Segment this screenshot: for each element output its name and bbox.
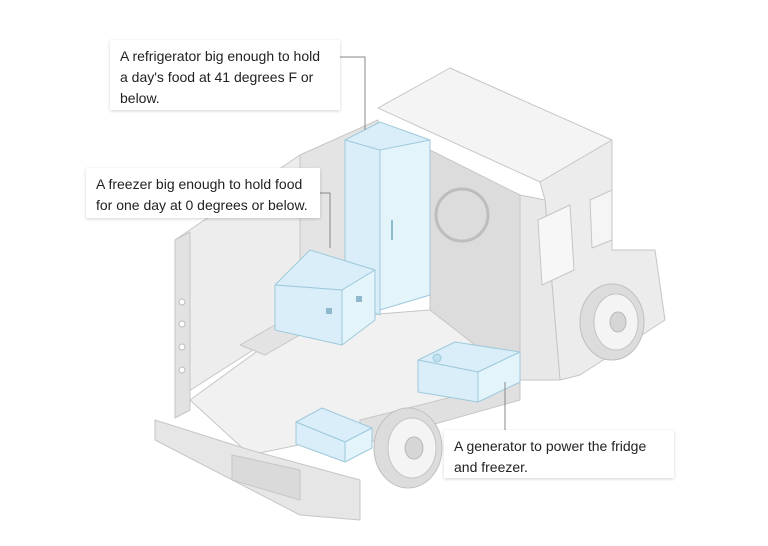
front-wheel [579, 283, 645, 361]
freezer-leader [320, 192, 331, 248]
refrigerator-callout-text: A refrigerator big enough to hold a day'… [120, 48, 321, 106]
steering-wheel [434, 187, 490, 243]
freezer-front [341, 269, 376, 346]
refrigerator [344, 121, 431, 316]
rear-wheel [373, 407, 443, 489]
cab-window [537, 204, 575, 286]
freezer-callout: A freezer big enough to hold food for on… [86, 168, 320, 218]
wall-bolt [178, 366, 186, 374]
generator-front [477, 351, 521, 403]
freezer-latch [356, 296, 362, 302]
water-tank-front [344, 427, 373, 463]
wall-bolt [178, 343, 186, 351]
rear-bumper [231, 454, 301, 501]
wall-bolt [178, 320, 186, 328]
refrigerator-callout: A refrigerator big enough to hold a day'… [110, 40, 340, 110]
generator [417, 341, 521, 403]
water-tank [295, 407, 373, 463]
freezer-latch [326, 308, 332, 314]
refrigerator-front [379, 139, 431, 311]
generator-cap [432, 353, 442, 363]
wall-bolts [178, 298, 186, 374]
generator-callout-text: A generator to power the fridge and free… [454, 438, 647, 475]
refrigerator-leader [340, 56, 366, 130]
freezer-callout-text: A freezer big enough to hold food for on… [96, 176, 308, 213]
wall-bolt [178, 298, 186, 306]
generator-callout: A generator to power the fridge and free… [444, 430, 674, 478]
freezer [274, 249, 376, 346]
cab-side-window [589, 189, 613, 249]
